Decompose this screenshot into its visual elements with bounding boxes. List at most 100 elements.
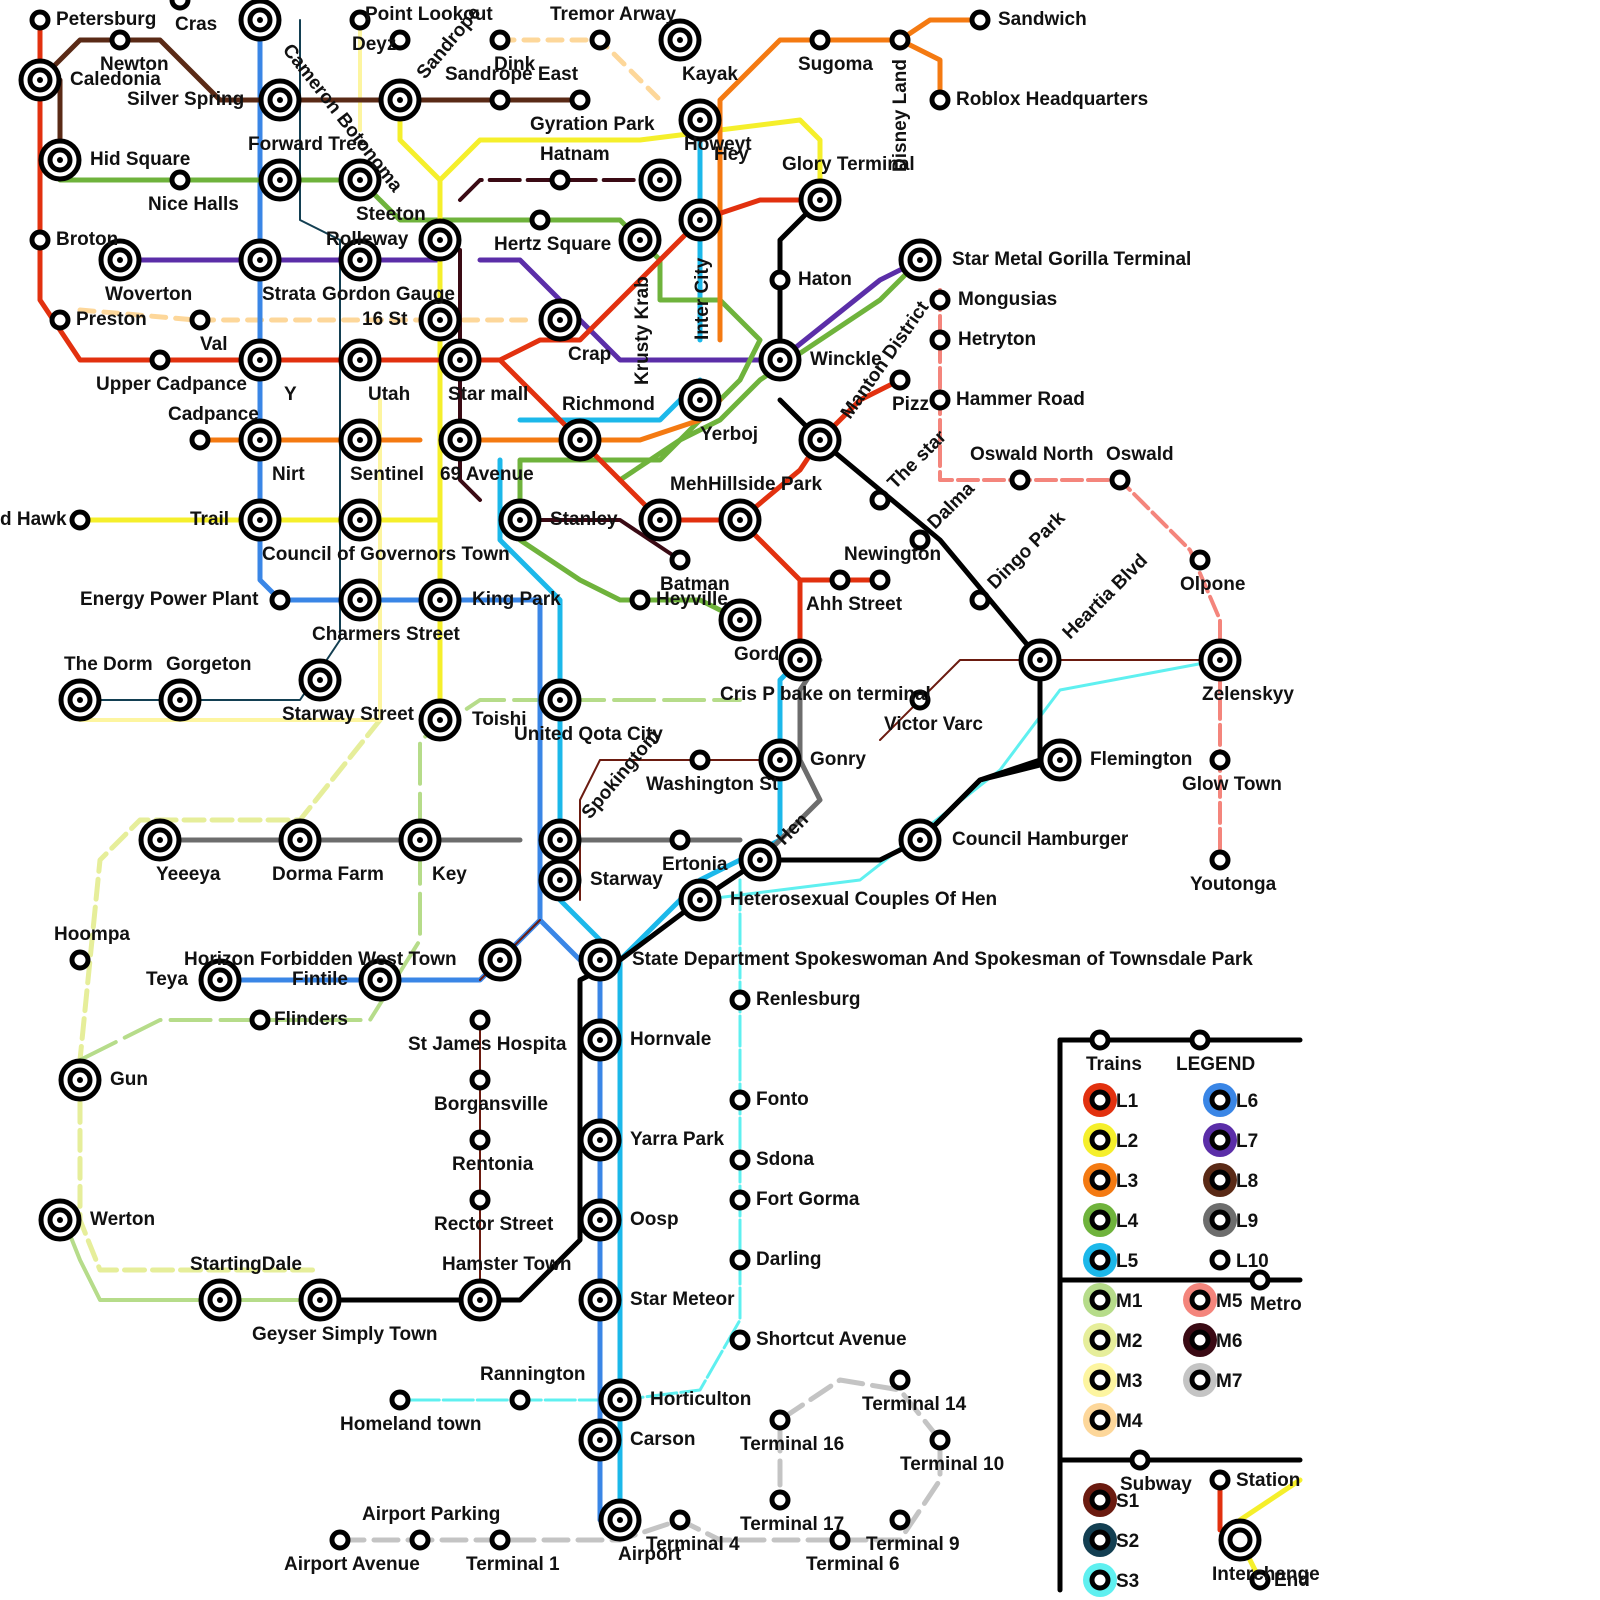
interchange-station-marker[interactable] <box>578 1198 622 1242</box>
interchange-station-marker[interactable] <box>638 498 682 542</box>
station-marker[interactable] <box>269 589 291 611</box>
station-marker[interactable] <box>469 1189 491 1211</box>
interchange-station-marker[interactable] <box>1018 638 1062 682</box>
station-marker[interactable] <box>929 289 951 311</box>
station-marker[interactable] <box>929 329 951 351</box>
interchange-station-marker[interactable] <box>898 818 942 862</box>
station-marker[interactable] <box>1189 549 1211 571</box>
station-marker[interactable] <box>729 1249 751 1271</box>
station-marker[interactable] <box>929 89 951 111</box>
interchange-station-marker[interactable] <box>338 498 382 542</box>
interchange-station-marker[interactable] <box>1038 738 1082 782</box>
interchange-station-marker[interactable] <box>678 98 722 142</box>
interchange-station-marker[interactable] <box>798 178 842 222</box>
interchange-station-marker[interactable] <box>18 58 62 102</box>
station-marker[interactable] <box>29 229 51 251</box>
station-marker[interactable] <box>909 689 931 711</box>
interchange-station-marker[interactable] <box>798 418 842 462</box>
station-marker[interactable] <box>889 1369 911 1391</box>
interchange-station-marker[interactable] <box>678 198 722 242</box>
station-marker[interactable] <box>729 1149 751 1171</box>
station-marker[interactable] <box>49 309 71 331</box>
station-marker[interactable] <box>669 1509 691 1531</box>
interchange-station-marker[interactable] <box>238 418 282 462</box>
interchange-station-marker[interactable] <box>678 878 722 922</box>
interchange-station-marker[interactable] <box>758 338 802 382</box>
station-marker[interactable] <box>829 1529 851 1551</box>
interchange-station-marker[interactable] <box>258 78 302 122</box>
station-marker[interactable] <box>969 9 991 31</box>
station-marker[interactable] <box>489 29 511 51</box>
interchange-station-marker[interactable] <box>98 238 142 282</box>
interchange-station-marker[interactable] <box>278 818 322 862</box>
station-marker[interactable] <box>69 949 91 971</box>
interchange-station-marker[interactable] <box>578 1118 622 1162</box>
station-marker[interactable] <box>69 509 91 531</box>
station-marker[interactable] <box>669 829 691 851</box>
station-marker[interactable] <box>469 1009 491 1031</box>
interchange-station-marker[interactable] <box>1198 638 1242 682</box>
station-marker[interactable] <box>109 29 131 51</box>
interchange-station-marker[interactable] <box>718 498 762 542</box>
interchange-station-marker[interactable] <box>238 338 282 382</box>
interchange-station-marker[interactable] <box>538 298 582 342</box>
interchange-station-marker[interactable] <box>738 838 782 882</box>
station-marker[interactable] <box>889 1509 911 1531</box>
interchange-station-marker[interactable] <box>338 578 382 622</box>
station-marker[interactable] <box>329 1529 351 1551</box>
station-marker[interactable] <box>729 1329 751 1351</box>
station-marker[interactable] <box>549 169 571 191</box>
station-marker[interactable] <box>29 9 51 31</box>
interchange-station-marker[interactable] <box>418 578 462 622</box>
interchange-station-marker[interactable] <box>298 1278 342 1322</box>
station-marker[interactable] <box>809 29 831 51</box>
interchange-station-marker[interactable] <box>538 818 582 862</box>
station-marker[interactable] <box>1209 749 1231 771</box>
station-marker[interactable] <box>389 29 411 51</box>
interchange-station-marker[interactable] <box>198 958 242 1002</box>
station-marker[interactable] <box>249 1009 271 1031</box>
interchange-station-marker[interactable] <box>538 678 582 722</box>
interchange-station-marker[interactable] <box>298 658 342 702</box>
interchange-station-marker[interactable] <box>38 1198 82 1242</box>
interchange-station-marker[interactable] <box>578 1278 622 1322</box>
interchange-station-marker[interactable] <box>898 238 942 282</box>
interchange-station-marker[interactable] <box>418 298 462 342</box>
interchange-station-marker[interactable] <box>138 818 182 862</box>
interchange-station-marker[interactable] <box>198 1278 242 1322</box>
station-marker[interactable] <box>1009 469 1031 491</box>
station-marker[interactable] <box>729 989 751 1011</box>
station-marker[interactable] <box>509 1389 531 1411</box>
station-marker[interactable] <box>729 1189 751 1211</box>
station-marker[interactable] <box>589 29 611 51</box>
station-marker[interactable] <box>389 1389 411 1411</box>
station-marker[interactable] <box>169 0 191 11</box>
interchange-station-marker[interactable] <box>458 1278 502 1322</box>
station-marker[interactable] <box>189 429 211 451</box>
station-marker[interactable] <box>689 749 711 771</box>
station-marker[interactable] <box>189 309 211 331</box>
station-marker[interactable] <box>909 529 931 551</box>
station-marker[interactable] <box>889 369 911 391</box>
station-marker[interactable] <box>869 569 891 591</box>
interchange-station-marker[interactable] <box>538 858 582 902</box>
station-marker[interactable] <box>469 1069 491 1091</box>
interchange-station-marker[interactable] <box>238 498 282 542</box>
interchange-station-marker[interactable] <box>238 0 282 42</box>
interchange-station-marker[interactable] <box>778 638 822 682</box>
station-marker[interactable] <box>929 389 951 411</box>
interchange-station-marker[interactable] <box>338 418 382 462</box>
interchange-station-marker[interactable] <box>378 78 422 122</box>
interchange-station-marker[interactable] <box>638 158 682 202</box>
interchange-station-marker[interactable] <box>598 1378 642 1422</box>
interchange-station-marker[interactable] <box>618 218 662 262</box>
interchange-station-marker[interactable] <box>578 1018 622 1062</box>
interchange-station-marker[interactable] <box>58 678 102 722</box>
interchange-station-marker[interactable] <box>658 18 702 62</box>
station-marker[interactable] <box>869 489 891 511</box>
station-marker[interactable] <box>529 209 551 231</box>
station-marker[interactable] <box>569 89 591 111</box>
interchange-station-marker[interactable] <box>578 938 622 982</box>
interchange-station-marker[interactable] <box>418 698 462 742</box>
interchange-station-marker[interactable] <box>58 1058 102 1102</box>
